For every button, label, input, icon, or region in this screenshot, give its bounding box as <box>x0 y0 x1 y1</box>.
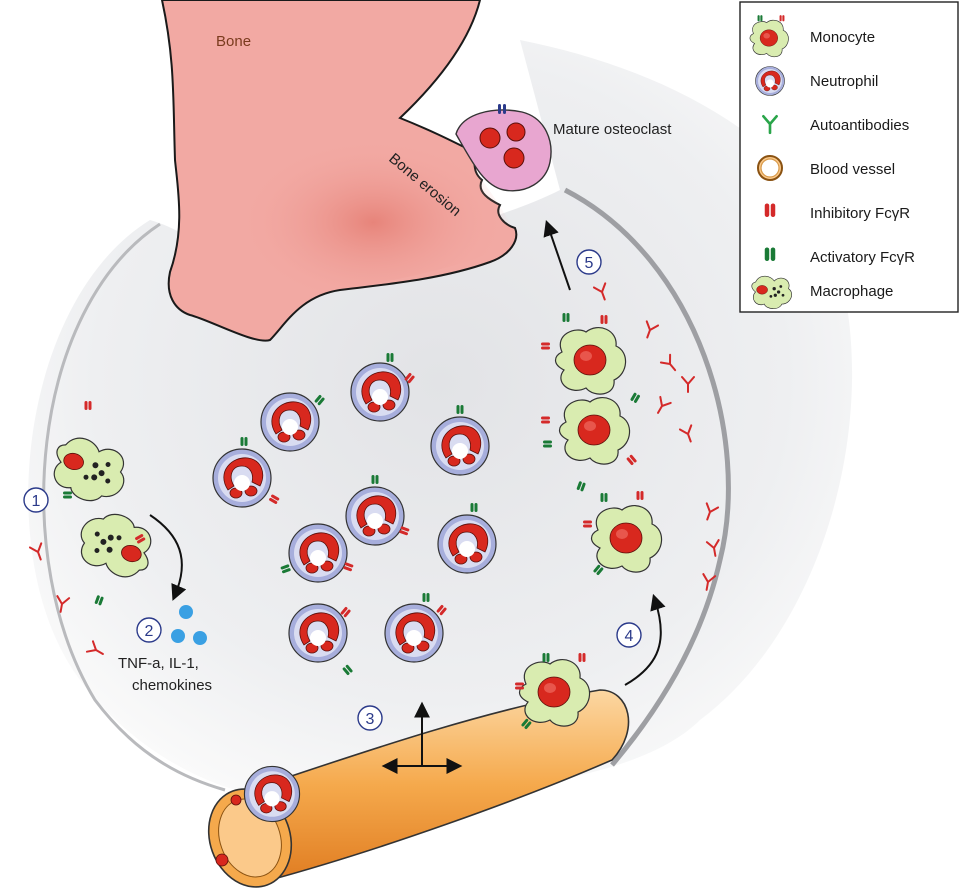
neutrophil <box>243 765 301 823</box>
legend-label-inhibitory-fcgr: Inhibitory FcγR <box>810 205 910 222</box>
svg-text:4: 4 <box>625 628 634 645</box>
neutrophil <box>430 416 490 476</box>
neutrophil <box>437 514 497 574</box>
mature-osteoclast-label: Mature osteoclast <box>553 121 672 138</box>
arrow-step1-to-2 <box>149 514 187 601</box>
svg-text:3: 3 <box>366 711 375 728</box>
neutrophil <box>288 523 348 583</box>
neutrophil <box>288 603 348 663</box>
legend-label-autoantibodies: Autoantibodies <box>810 117 909 134</box>
neutrophil <box>345 486 405 546</box>
step-1-marker: 1 <box>23 487 49 513</box>
svg-text:2: 2 <box>145 623 154 640</box>
bone-label: Bone <box>216 33 251 50</box>
synovial-membrane-left <box>42 222 226 792</box>
svg-text:5: 5 <box>585 255 594 272</box>
neutrophil-icon <box>755 66 785 96</box>
svg-text:1: 1 <box>32 493 41 510</box>
cytokines <box>171 605 207 645</box>
legend: Monocyte Neutrophil Autoantibodies Blood… <box>739 1 959 313</box>
legend-label-monocyte: Monocyte <box>810 29 875 46</box>
macrophage-icon <box>751 275 793 309</box>
mature-osteoclast <box>455 104 552 192</box>
legend-label-macrophage: Macrophage <box>810 283 893 300</box>
synovial-space <box>28 40 853 800</box>
cytokines-label-line2: chemokines <box>132 677 212 694</box>
transmigration-arrows <box>381 701 463 774</box>
neutrophil <box>260 392 320 452</box>
legend-label-activatory-fcgr: Activatory FcγR <box>810 249 915 266</box>
synovial-membrane-right <box>563 187 731 767</box>
arrow-step4 <box>624 593 666 686</box>
legend-label-blood-vessel: Blood vessel <box>810 161 895 178</box>
step-4-marker: 4 <box>616 622 642 648</box>
neutrophil <box>350 362 410 422</box>
neutrophil <box>384 603 444 663</box>
step-3-marker: 3 <box>357 705 383 731</box>
arrow-step5 <box>543 219 571 291</box>
step-5-marker: 5 <box>576 249 602 275</box>
blood-vessel-icon <box>757 155 783 181</box>
step-2-marker: 2 <box>136 617 162 643</box>
cytokines-label-line1: TNF-a, IL-1, <box>118 655 199 672</box>
neutrophil <box>212 448 272 508</box>
legend-label-neutrophil: Neutrophil <box>810 73 878 90</box>
bone <box>160 0 518 342</box>
